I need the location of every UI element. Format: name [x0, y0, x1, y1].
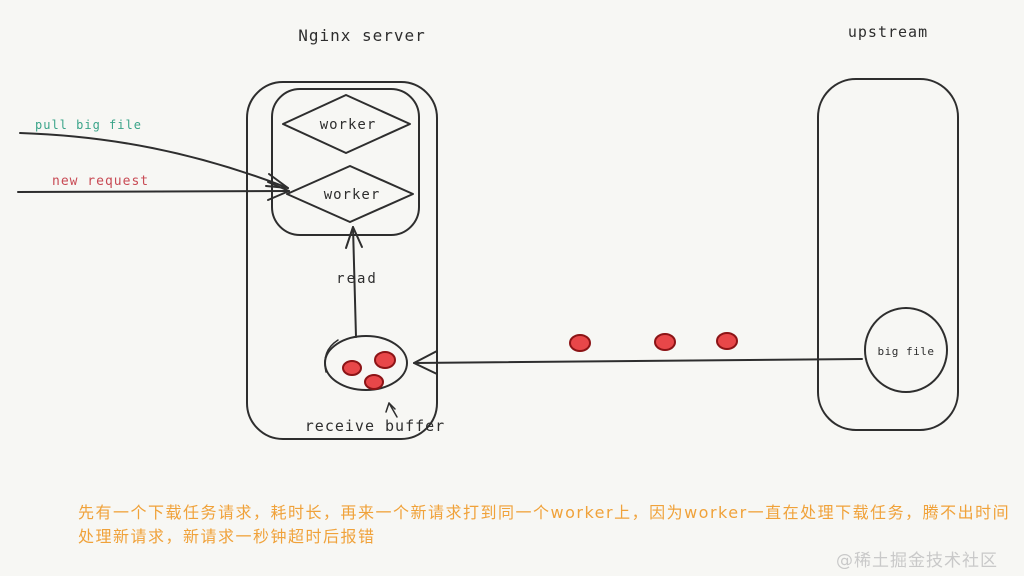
upstream-group: upstream big file — [817, 23, 959, 431]
receive-buffer-node — [324, 335, 408, 391]
big-file-circle — [864, 307, 948, 393]
worker-top-label: worker — [320, 117, 377, 133]
nginx-server-title: Nginx server — [298, 26, 426, 45]
receive-buffer-sketch-line — [324, 339, 339, 373]
upstream-title: upstream — [848, 23, 928, 41]
transfer-arrow — [413, 350, 863, 375]
buffer-chunk-dot — [374, 351, 396, 369]
incoming-requests-group: pull big file new request — [17, 118, 290, 201]
upstream-box — [817, 78, 959, 431]
nginx-server-group: Nginx server worker worker read — [246, 26, 445, 440]
worker-top-diamond — [282, 94, 411, 154]
big-file-label: big file — [878, 345, 935, 358]
buffer-chunk-dot — [342, 360, 362, 376]
watermark: @稀土掘金技术社区 — [836, 551, 998, 571]
transfer-chunk-dot — [569, 334, 591, 352]
worker-bottom-diamond — [286, 165, 414, 223]
worker-bottom-node: worker — [286, 165, 414, 223]
buffer-chunk-dot — [364, 374, 384, 390]
transfer-chunk-dot — [654, 333, 676, 351]
worker-pool-box — [271, 88, 420, 236]
caption-line-1: 先有一个下载任务请求，耗时长，再来一个新请求打到同一个worker上，因为wor… — [78, 503, 1011, 522]
read-label: read — [336, 271, 378, 287]
caption-line-2: 处理新请求，新请求一秒钟超时后报错 — [78, 527, 376, 546]
receive-buffer-pointer-arrow — [385, 402, 398, 418]
new-request-arrow — [17, 181, 290, 201]
worker-bottom-label: worker — [324, 187, 381, 203]
transfer-chunks — [569, 332, 738, 352]
nginx-server-box — [246, 81, 438, 440]
read-arrow — [345, 226, 363, 338]
pull-big-file-label: pull big file — [35, 118, 142, 132]
worker-top-node: worker — [282, 94, 411, 154]
receive-buffer-label: receive buffer — [305, 417, 445, 435]
new-request-label: new request — [52, 174, 149, 189]
transfer-chunk-dot — [716, 332, 738, 350]
pull-big-file-arrow — [19, 132, 289, 189]
